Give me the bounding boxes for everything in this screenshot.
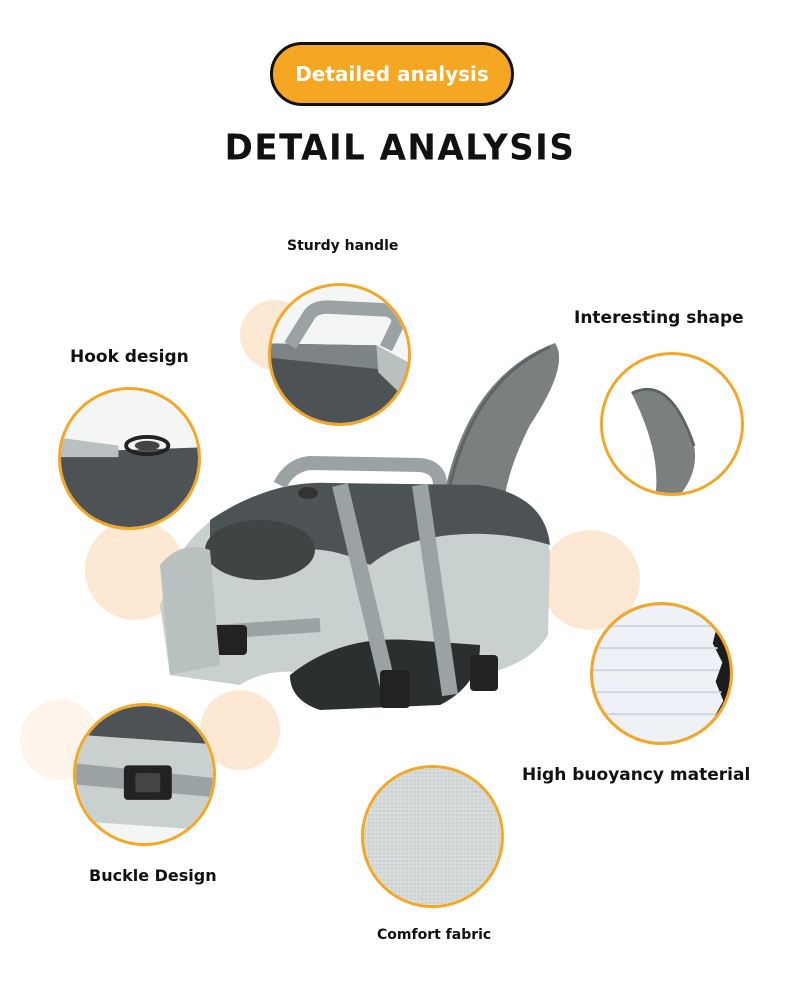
detail-circle-foam [590, 602, 733, 745]
shark-vest-illustration [160, 343, 560, 710]
label-hook-design: Hook design [70, 347, 189, 367]
detail-circle-buckle [73, 703, 216, 846]
section-badge: Detailed analysis [270, 42, 514, 106]
label-high-buoyancy: High buoyancy material [522, 765, 751, 785]
buckle-detail-image [76, 706, 213, 843]
section-badge-label: Detailed analysis [295, 62, 489, 86]
detail-circle-fabric [361, 765, 504, 908]
fabric-detail-image [364, 768, 501, 905]
fin-detail-image [603, 355, 741, 493]
label-comfort-fabric: Comfort fabric [377, 927, 492, 943]
page-title: DETAIL ANALYSIS [224, 127, 576, 169]
foam-detail-image [593, 605, 730, 742]
label-buckle-design: Buckle Design [89, 866, 217, 885]
handle-detail-image [271, 286, 408, 423]
detail-circle-fin [600, 352, 744, 496]
detail-circle-handle [268, 283, 411, 426]
label-interesting-shape: Interesting shape [574, 308, 744, 328]
detail-circle-hook [58, 387, 201, 530]
hook-detail-image [61, 390, 198, 527]
label-sturdy-handle: Sturdy handle [287, 238, 399, 254]
product-image-shark-vest [150, 335, 570, 735]
